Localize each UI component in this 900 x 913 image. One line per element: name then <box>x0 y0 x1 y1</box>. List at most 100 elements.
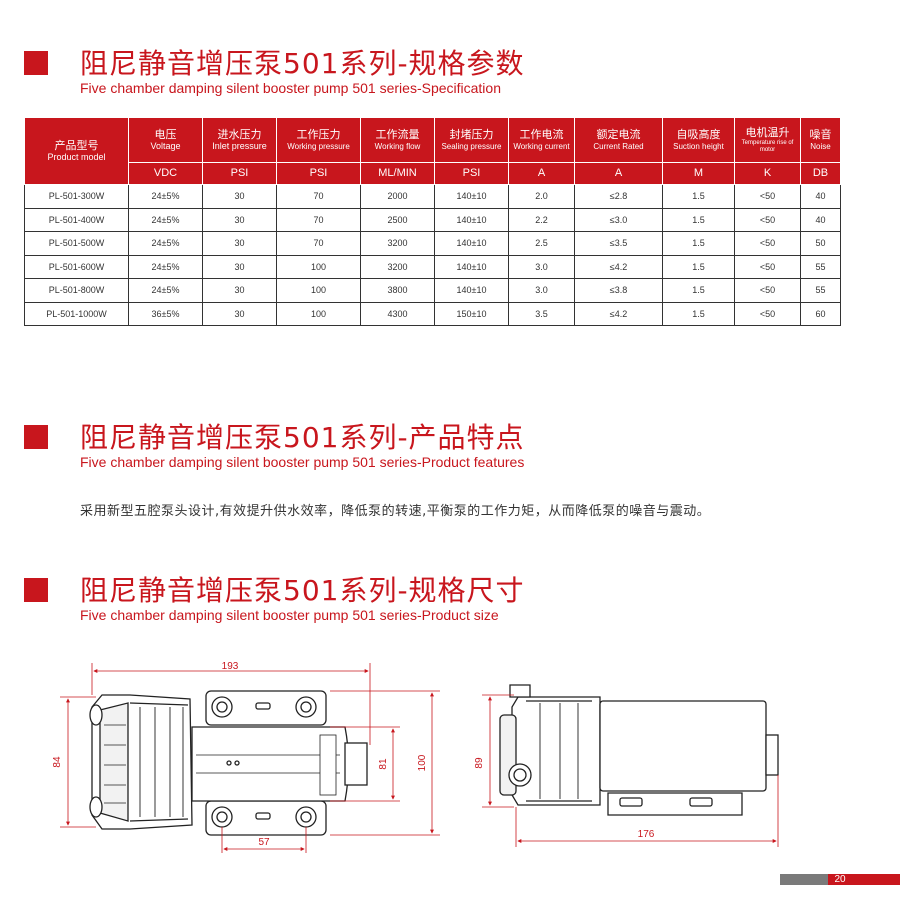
model-cell: PL-501-400W <box>24 207 129 232</box>
value-cell: ≤3.5 <box>574 231 663 256</box>
value-cell: 1.5 <box>662 278 735 303</box>
value-cell: 30 <box>202 184 277 209</box>
size-title: 阻尼静音增压泵501系列-规格尺寸 <box>80 574 525 607</box>
page-number: 20 <box>834 874 846 885</box>
model-cell: PL-501-300W <box>24 184 129 209</box>
value-cell: 150±10 <box>434 301 509 326</box>
header-zh: 额定电流 <box>596 128 641 142</box>
header-en: Working current <box>513 141 570 151</box>
value-cell: 55 <box>800 278 841 303</box>
value-cell: 140±10 <box>434 184 509 209</box>
value-cell: 1.5 <box>662 254 735 279</box>
value-cell: ≤2.8 <box>574 184 663 209</box>
value-cell: 24±5% <box>128 207 203 232</box>
header-en: Temperature rise of motor <box>741 140 794 153</box>
value-cell: 24±5% <box>128 254 203 279</box>
spec-subtitle: Five chamber damping silent booster pump… <box>80 80 501 96</box>
unit-cell: PSI <box>434 162 509 185</box>
value-cell: 50 <box>800 231 841 256</box>
header-en: Sealing pressure <box>441 141 502 151</box>
header-zh: 工作压力 <box>296 128 341 142</box>
value-cell: 140±10 <box>434 207 509 232</box>
side-view <box>499 684 779 816</box>
footer-bar <box>780 874 900 885</box>
value-cell: 30 <box>202 254 277 279</box>
unit-cell: A <box>508 162 575 185</box>
header-en: Inlet pressure <box>212 141 267 152</box>
value-cell: 140±10 <box>434 278 509 303</box>
dim-side-length: 176 <box>638 829 655 840</box>
header-zh: 噪音 <box>809 128 832 142</box>
value-cell: 3800 <box>360 278 435 303</box>
features-text: 采用新型五腔泵头设计,有效提升供水效率，降低泵的转速,平衡泵的工作力矩，从而降低… <box>80 504 711 519</box>
header-zh: 电机温升 <box>745 125 790 139</box>
value-cell: 30 <box>202 301 277 326</box>
value-cell: <50 <box>734 301 801 326</box>
header-zh: 工作流量 <box>375 128 420 142</box>
unit-cell: ML/MIN <box>360 162 435 185</box>
value-cell: 100 <box>276 278 361 303</box>
dim-length-front: 193 <box>222 661 239 672</box>
size-subtitle: Five chamber damping silent booster pump… <box>80 607 499 623</box>
header-en: Noise <box>810 141 831 151</box>
header-en: Suction height <box>673 141 724 151</box>
value-cell: 55 <box>800 254 841 279</box>
value-cell: 2.0 <box>508 184 575 209</box>
unit-cell: A <box>574 162 663 185</box>
value-cell: <50 <box>734 207 801 232</box>
value-cell: 100 <box>276 254 361 279</box>
dim-total-height: 100 <box>417 754 428 771</box>
dim-height-front: 84 <box>52 756 63 768</box>
header-en: Voltage <box>150 141 181 152</box>
value-cell: 40 <box>800 207 841 232</box>
value-cell: 1.5 <box>662 207 735 232</box>
header-en: Working pressure <box>287 141 350 151</box>
spec-title: 阻尼静音增压泵501系列-规格参数 <box>80 47 525 80</box>
value-cell: 1.5 <box>662 184 735 209</box>
unit-cell: VDC <box>128 162 203 185</box>
value-cell: 4300 <box>360 301 435 326</box>
value-cell: 70 <box>276 231 361 256</box>
value-cell: 30 <box>202 207 277 232</box>
unit-cell: PSI <box>276 162 361 185</box>
value-cell: 3.0 <box>508 254 575 279</box>
value-cell: 30 <box>202 231 277 256</box>
header-en: Product model <box>47 152 106 163</box>
value-cell: <50 <box>734 231 801 256</box>
value-cell: 24±5% <box>128 184 203 209</box>
model-cell: PL-501-1000W <box>24 301 129 326</box>
dim-side-height: 89 <box>474 757 485 769</box>
value-cell: 30 <box>202 278 277 303</box>
value-cell: ≤4.2 <box>574 301 663 326</box>
value-cell: ≤4.2 <box>574 254 663 279</box>
value-cell: 2.2 <box>508 207 575 232</box>
red-square-marker <box>24 51 48 75</box>
model-cell: PL-501-500W <box>24 231 129 256</box>
header-en: Current Rated <box>593 141 644 151</box>
front-view <box>89 690 368 836</box>
red-square-marker <box>24 578 48 602</box>
value-cell: 24±5% <box>128 278 203 303</box>
side-dimension-lines <box>482 694 779 847</box>
features-subtitle: Five chamber damping silent booster pump… <box>80 454 525 470</box>
unit-cell: DB <box>800 162 841 185</box>
value-cell: 3200 <box>360 254 435 279</box>
value-cell: 40 <box>800 184 841 209</box>
value-cell: 36±5% <box>128 301 203 326</box>
dim-mount-spacing: 57 <box>258 837 270 848</box>
value-cell: 3.0 <box>508 278 575 303</box>
